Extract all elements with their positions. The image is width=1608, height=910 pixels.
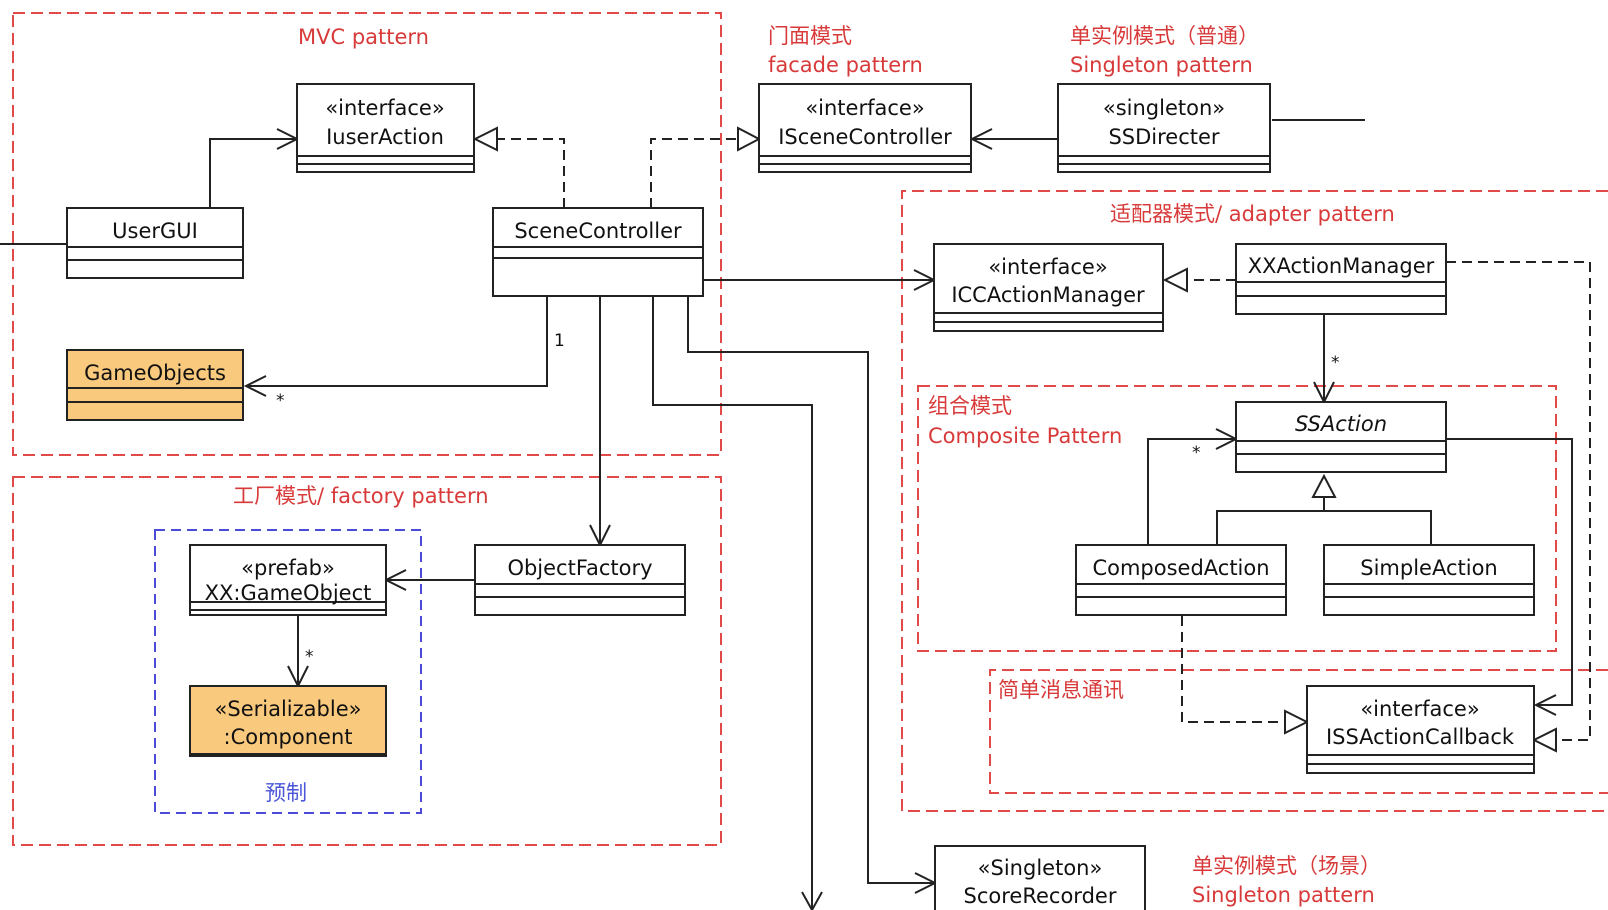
scenecontroller-to-gameobjects bbox=[246, 297, 548, 387]
class-composedaction: ComposedAction bbox=[1075, 544, 1287, 616]
simpleaction-name: SimpleAction bbox=[1360, 556, 1497, 580]
xxactionmanager-name: XXActionManager bbox=[1248, 254, 1435, 278]
scenecontroller-realizes-iuseraction bbox=[497, 138, 565, 208]
iccactionmanager-stereotype: «interface» bbox=[988, 255, 1107, 279]
class-scenecontroller: SceneController bbox=[492, 207, 704, 297]
class-ssaction: SSAction bbox=[1235, 401, 1447, 473]
singleton-scene-label-cn: 单实例模式（场景） bbox=[1192, 854, 1381, 878]
class-issactioncallback: «interface» ISSActionCallback bbox=[1306, 685, 1535, 774]
class-usergui: UserGUI bbox=[66, 207, 244, 279]
class-simpleaction: SimpleAction bbox=[1323, 544, 1535, 616]
factory-pattern-frame bbox=[12, 476, 722, 846]
prefab-group-label: 预制 bbox=[265, 781, 307, 805]
singleton-pattern-label-cn: 单实例模式（普通） bbox=[1070, 24, 1259, 48]
composite-pattern-label-en: Composite Pattern bbox=[928, 424, 1122, 448]
ssaction-name: SSAction bbox=[1295, 412, 1387, 436]
mvc-pattern-frame bbox=[12, 12, 722, 456]
ssdirecter-stereotype: «singleton» bbox=[1103, 96, 1225, 120]
class-iscenecontroller: «interface» ISceneController bbox=[758, 83, 972, 173]
scenecontroller-name: SceneController bbox=[514, 219, 682, 243]
class-gameobjects: GameObjects bbox=[66, 349, 244, 421]
composedaction-to-ssaction bbox=[1147, 438, 1236, 545]
composedaction-realizes-callback bbox=[1181, 616, 1285, 723]
composedaction-name: ComposedAction bbox=[1092, 556, 1269, 580]
realization-triangle-callback-2 bbox=[1284, 709, 1310, 735]
class-objectfactory: ObjectFactory bbox=[474, 544, 686, 616]
prefab-name: XX:GameObject bbox=[205, 581, 372, 605]
iscenecontroller-stereotype: «interface» bbox=[805, 96, 924, 120]
realization-triangle-iscenecontroller bbox=[737, 126, 762, 152]
objectfactory-name: ObjectFactory bbox=[507, 556, 652, 580]
prefab-group-frame bbox=[154, 529, 422, 814]
message-pattern-label: 简单消息通讯 bbox=[998, 678, 1124, 702]
arrowhead-offscreen bbox=[801, 891, 823, 910]
class-xxactionmanager: XXActionManager bbox=[1235, 243, 1447, 315]
scorerecorder-name: ScoreRecorder bbox=[964, 884, 1117, 908]
generalization-branch bbox=[1216, 510, 1432, 545]
mvc-pattern-label: MVC pattern bbox=[298, 25, 429, 49]
class-iccactionmanager: «interface» ICCActionManager bbox=[933, 243, 1164, 332]
scenecontroller-realizes-iscenecontroller bbox=[650, 138, 738, 208]
singleton-pattern-label-en: Singleton pattern bbox=[1070, 53, 1253, 77]
multiplicity-one: 1 bbox=[554, 331, 565, 351]
scorerecorder-stereotype: «Singleton» bbox=[978, 856, 1103, 880]
iuseraction-name: IuserAction bbox=[326, 125, 444, 149]
gameobjects-name: GameObjects bbox=[84, 361, 226, 385]
component-stereotype: «Serializable» bbox=[215, 697, 362, 721]
facade-pattern-label-cn: 门面模式 bbox=[768, 24, 852, 48]
ssdirecter-name: SSDirecter bbox=[1108, 125, 1219, 149]
issactioncallback-stereotype: «interface» bbox=[1360, 697, 1479, 721]
realization-triangle-callback-1 bbox=[1531, 727, 1557, 753]
multiplicity-many: * bbox=[276, 391, 285, 411]
class-prefab-gameobject: «prefab» XX:GameObject bbox=[189, 544, 387, 616]
xxactionmanager-to-issactioncallback bbox=[1446, 261, 1591, 741]
multiplicity-manager-ssaction: * bbox=[1331, 353, 1340, 373]
usergui-to-iuseraction bbox=[209, 138, 297, 208]
arrowhead-gameobjects bbox=[243, 375, 267, 397]
adapter-pattern-label: 适配器模式/ adapter pattern bbox=[1110, 202, 1395, 226]
arrowhead-callback bbox=[1533, 694, 1557, 716]
composite-pattern-label-cn: 组合模式 bbox=[928, 394, 1012, 418]
generalization-triangle bbox=[1311, 473, 1337, 498]
scenecontroller-to-offscreen bbox=[652, 297, 813, 910]
class-scorerecorder: «Singleton» ScoreRecorder bbox=[934, 845, 1146, 910]
iuseraction-stereotype: «interface» bbox=[325, 96, 444, 120]
singleton-scene-label-en: Singleton pattern bbox=[1192, 883, 1375, 907]
adapter-pattern-frame bbox=[901, 190, 1608, 812]
realization-triangle-iuseraction bbox=[472, 126, 498, 152]
message-frame bbox=[989, 669, 1608, 794]
ssaction-to-issactioncallback bbox=[1446, 438, 1573, 706]
iccactionmanager-name: ICCActionManager bbox=[951, 283, 1145, 307]
factory-pattern-label: 工厂模式/ factory pattern bbox=[233, 484, 489, 508]
class-iuseraction: «interface» IuserAction bbox=[296, 83, 475, 173]
multiplicity-prefab-component: * bbox=[305, 647, 314, 667]
class-ssdirecter: «singleton» SSDirecter bbox=[1057, 83, 1271, 173]
iscenecontroller-name: ISceneController bbox=[778, 125, 952, 149]
component-name: :Component bbox=[224, 725, 353, 749]
usergui-name: UserGUI bbox=[112, 219, 198, 243]
facade-pattern-label-en: facade pattern bbox=[768, 53, 923, 77]
realization-triangle-iccactionmanager bbox=[1162, 267, 1188, 293]
multiplicity-composed-ssaction: * bbox=[1192, 443, 1201, 463]
issactioncallback-name: ISSActionCallback bbox=[1326, 725, 1515, 749]
prefab-stereotype: «prefab» bbox=[241, 556, 335, 580]
scenecontroller-to-scorerecorder bbox=[687, 297, 935, 884]
class-component: «Serializable» :Component bbox=[189, 685, 387, 757]
